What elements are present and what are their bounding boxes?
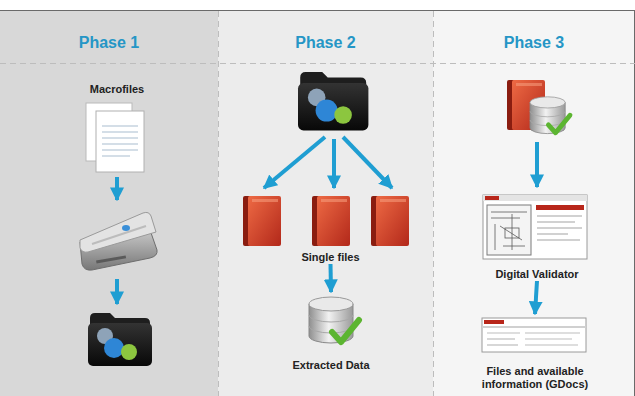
phase-heading: Phase 3	[504, 33, 564, 52]
validator-screenshot	[505, 228, 519, 238]
validator-screenshot	[491, 212, 527, 250]
flow-arrow	[329, 264, 334, 292]
icon-label: Single files	[301, 251, 359, 264]
validator-screenshot	[485, 196, 499, 200]
document-stack-icon	[102, 126, 138, 156]
gdocs-screenshot	[482, 326, 586, 328]
validator-screenshot	[537, 216, 582, 240]
validator-screenshot	[536, 205, 584, 210]
phase-band: Phase 3 Digital ValidatorFiles and availa…	[433, 10, 635, 396]
dashed-divider	[218, 11, 219, 396]
flow-arrow	[332, 139, 336, 188]
gdocs-screenshot	[482, 318, 586, 352]
file-icon	[243, 196, 281, 246]
document-stack-icon	[102, 137, 138, 139]
document-stack-icon	[102, 149, 138, 151]
gdocs-screenshot	[525, 344, 578, 345]
icon-label: Files and available information (GDocs)	[455, 365, 615, 391]
validator-screenshot	[491, 212, 527, 250]
document-stack-icon	[96, 111, 144, 172]
validator-screenshot	[537, 221, 575, 223]
output-node: Files and available information (GDocs)	[443, 314, 627, 391]
gdocs-screenshot	[484, 320, 504, 324]
dashed-divider	[0, 63, 635, 64]
validator-screenshot	[483, 195, 587, 259]
scanner-icon	[96, 255, 126, 263]
flow-arrow	[264, 137, 325, 188]
icon-label: Digital Validator	[495, 268, 578, 281]
document-stack-icon	[102, 143, 138, 145]
gdocs-screenshot	[525, 338, 572, 339]
scanner-icon	[122, 225, 130, 231]
gdocs-screenshot	[525, 332, 580, 333]
phase-backgrounds	[0, 10, 635, 11]
phase-backgrounds	[634, 10, 635, 396]
document-stack-icon	[102, 125, 138, 127]
phase-band: Phase 2 Single filesExtracted Data	[218, 10, 433, 396]
gdocs-screenshot	[487, 338, 515, 339]
file-icon	[312, 196, 350, 246]
scanner-icon	[92, 226, 146, 244]
flow-arrow	[535, 281, 537, 314]
document-stack-icon	[102, 155, 130, 157]
icon-label: Macrofiles	[90, 83, 144, 96]
database-node: Extracted Data	[284, 292, 378, 372]
gdocs-screenshot	[482, 318, 586, 352]
file-icon	[371, 196, 409, 246]
validator-screenshot	[537, 233, 568, 235]
validator-screenshot	[537, 215, 582, 217]
dashed-divider	[0, 11, 635, 396]
flow-arrow	[115, 177, 119, 200]
scanner-icon	[80, 212, 157, 270]
phase-heading: Phase 1	[79, 33, 139, 52]
flow-arrow	[343, 137, 392, 188]
database-icon	[530, 97, 570, 134]
validator-screenshot	[483, 195, 587, 259]
validator-node: Digital Validator	[475, 193, 599, 281]
flow-arrow	[117, 137, 537, 304]
gdocs-screenshot	[487, 333, 580, 345]
flow-arrow	[115, 279, 119, 304]
phase-backgrounds	[218, 10, 433, 396]
document-stack-icon	[102, 131, 138, 133]
phase-heading: Phase 2	[295, 33, 355, 52]
phase-backgrounds	[433, 10, 635, 396]
folder-icon	[298, 72, 368, 130]
scanner-icon	[80, 212, 156, 252]
gdocs-screenshot	[487, 332, 520, 333]
validator-screenshot	[487, 205, 531, 255]
folder-icon	[88, 313, 152, 366]
validator-screenshot	[537, 239, 580, 241]
icon-label: Extracted Data	[292, 359, 369, 372]
phase-band: Phase 1 Macrofiles	[0, 10, 218, 396]
input-files-node: Macrofiles	[62, 83, 172, 175]
phase-backgrounds	[0, 10, 218, 396]
dashed-divider	[433, 11, 434, 396]
document-stack-icon	[86, 103, 144, 172]
validator-screenshot	[537, 227, 582, 229]
database-icon	[309, 297, 359, 343]
validator-screenshot	[483, 195, 587, 201]
gdocs-screenshot	[487, 344, 518, 345]
phase-backgrounds	[0, 10, 635, 396]
single-files-node: Single files	[238, 194, 423, 264]
flow-arrow	[535, 142, 539, 187]
